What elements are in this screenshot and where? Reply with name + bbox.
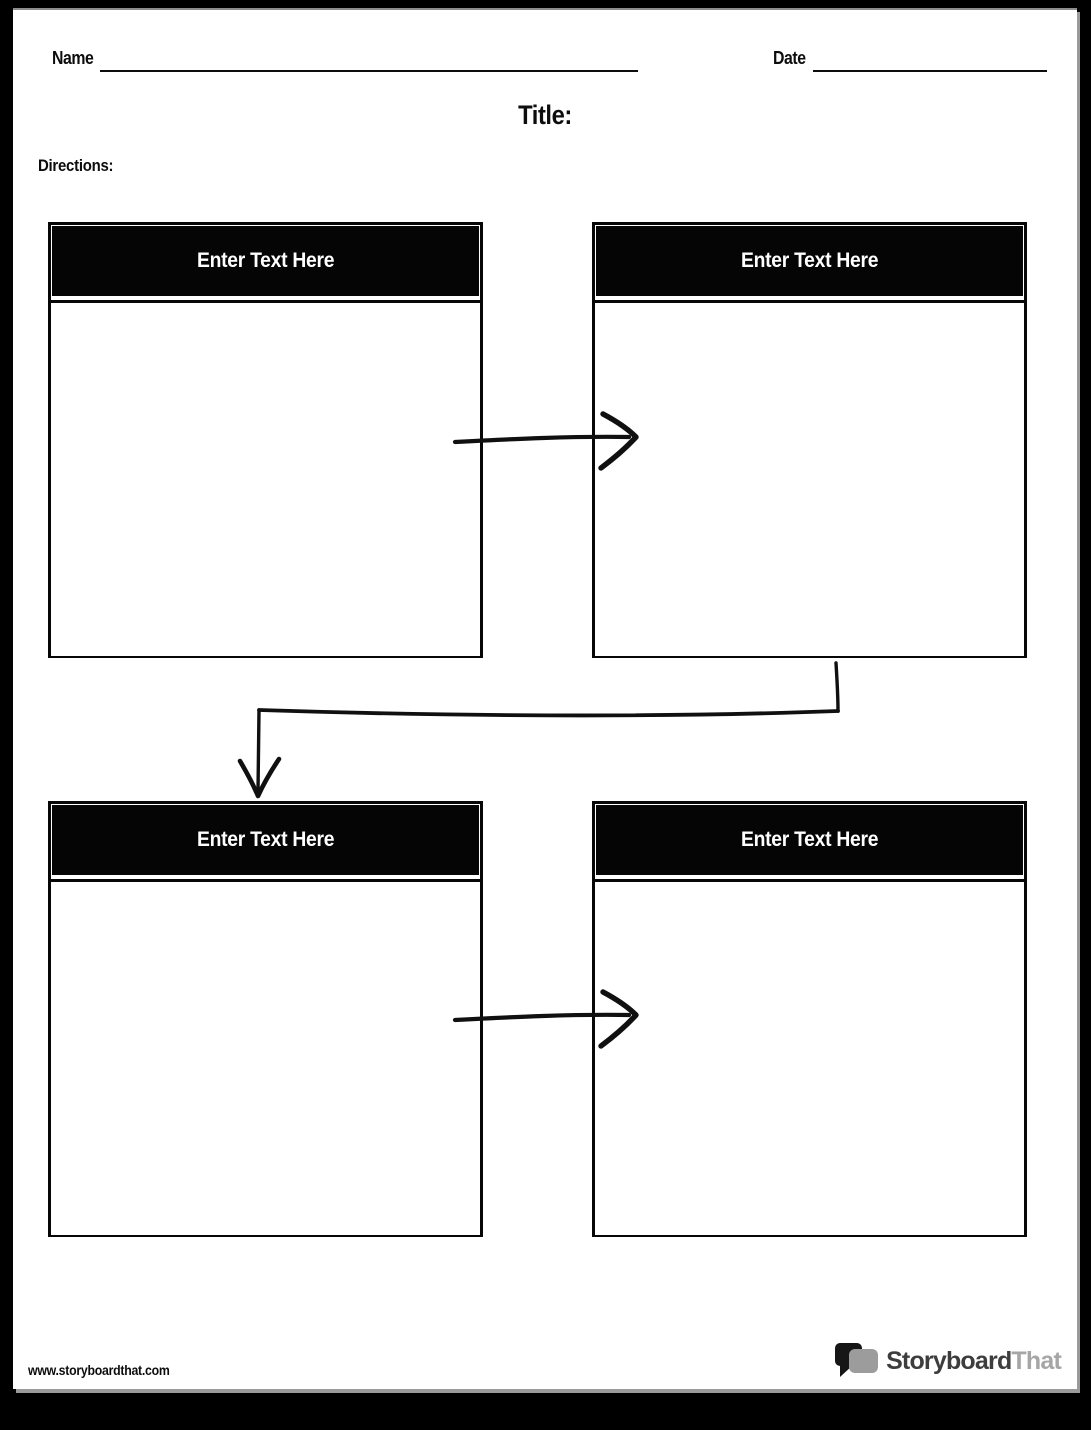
text-box-4: Enter Text Here (592, 801, 1027, 1237)
text-box-4-body[interactable] (595, 879, 1024, 1235)
text-box-2: Enter Text Here (592, 222, 1027, 658)
logo-text-primary: Storyboard (886, 1346, 1012, 1375)
directions-label: Directions: (38, 156, 114, 175)
elbow-down-arrow-icon (237, 661, 840, 799)
text-box-2-header-label: Enter Text Here (740, 249, 879, 272)
text-box-2-body[interactable] (595, 300, 1024, 656)
text-box-1-header-label: Enter Text Here (196, 249, 335, 272)
text-box-3-header-label: Enter Text Here (196, 828, 335, 851)
date-label: Date (773, 48, 806, 68)
speech-bubbles-icon (835, 1343, 879, 1377)
text-box-1-header[interactable]: Enter Text Here (52, 226, 479, 296)
text-box-3-header[interactable]: Enter Text Here (52, 805, 479, 875)
text-box-4-header-label: Enter Text Here (740, 828, 879, 851)
text-box-2-header[interactable]: Enter Text Here (596, 226, 1023, 296)
name-label: Name (52, 48, 94, 68)
worksheet-page: Name Date Title: Directions: Enter Text … (13, 8, 1077, 1389)
storyboardthat-logo: StoryboardThat (834, 1340, 1062, 1382)
text-box-3-body[interactable] (51, 879, 480, 1235)
page-title: Title: (518, 100, 572, 130)
name-blank-line[interactable] (100, 70, 638, 72)
text-box-3: Enter Text Here (48, 801, 483, 1237)
text-box-1: Enter Text Here (48, 222, 483, 658)
date-blank-line[interactable] (813, 70, 1047, 72)
text-box-4-header[interactable]: Enter Text Here (596, 805, 1023, 875)
text-box-1-body[interactable] (51, 300, 480, 656)
logo-text-secondary: That (1011, 1346, 1061, 1375)
logo-wordmark: StoryboardThat (886, 1346, 1062, 1376)
website-url: www.storyboardthat.com (28, 1362, 170, 1378)
